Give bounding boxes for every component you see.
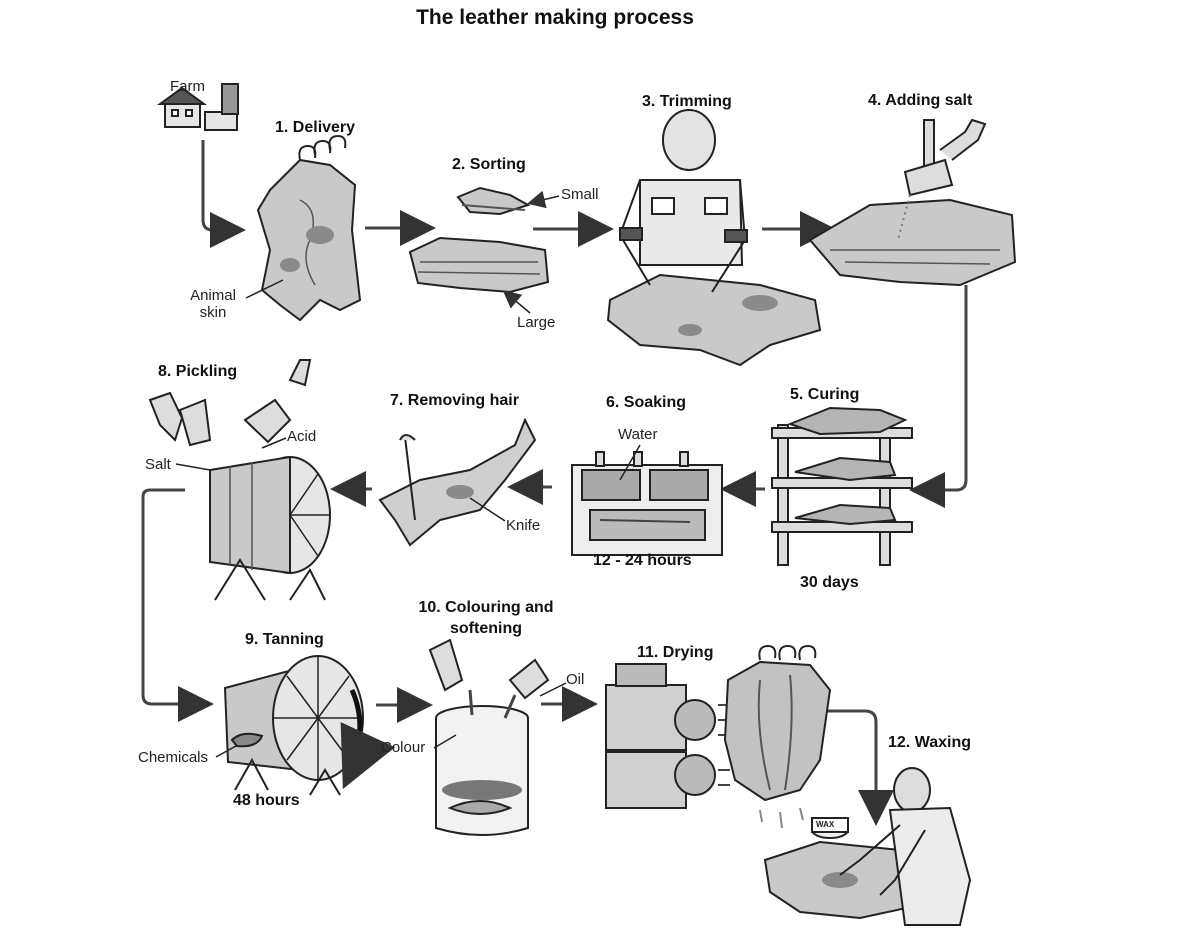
tanning-duration: 48 hours (233, 792, 300, 809)
small-pointer (527, 190, 560, 209)
oil-pointer (539, 682, 567, 697)
chemicals-label: Chemicals (138, 749, 209, 766)
animal-skin-line2: skin (199, 304, 227, 321)
colour-label: Colour (381, 739, 426, 756)
wax-can-label: WAX (816, 820, 835, 829)
farm-label: Farm (170, 78, 205, 95)
soaking-duration: 12 - 24 hours (593, 552, 692, 569)
removing-hair-illustration (378, 417, 537, 547)
step-1-label: 1. Delivery (275, 119, 356, 136)
curing-duration: 30 days (800, 574, 859, 591)
waxing-illustration (763, 767, 972, 926)
arrow-8-to-9 (141, 488, 214, 722)
colour-pointer (433, 734, 457, 749)
animal-skin-pointer (245, 279, 284, 299)
sorting-illustration (408, 186, 550, 294)
step-6-label: 6. Soaking (606, 394, 687, 411)
step-5-label: 5. Curing (790, 386, 860, 403)
salt-label: Salt (145, 456, 171, 473)
water-pointer (619, 444, 641, 481)
arrow-farm-to-delivery (201, 140, 246, 248)
animal-skin-line1: Animal (190, 287, 236, 304)
animal-skin-label: Animal skin (178, 287, 248, 321)
adding-salt-illustration (808, 118, 1017, 287)
tanning-illustration (223, 655, 396, 796)
step-3-label: 3. Trimming (642, 93, 732, 110)
drying-illustration (605, 644, 832, 829)
step-10-line2: softening (450, 620, 522, 637)
acid-pointer (261, 437, 287, 449)
step-12-label: 12. Waxing (888, 734, 971, 751)
farm-illustration (156, 83, 239, 131)
knife-label: Knife (506, 517, 541, 534)
water-label: Water (618, 426, 658, 443)
step-7-label: 7. Removing hair (390, 392, 519, 409)
arrow-4-to-5 (909, 285, 968, 508)
step-10-line1: 10. Colouring and (418, 599, 554, 616)
curing-illustration (771, 406, 913, 566)
large-label: Large (517, 314, 556, 331)
oil-label: Oil (566, 671, 585, 688)
soaking-illustration (571, 451, 723, 556)
pickling-illustration (148, 359, 331, 601)
step-10-label: 10. Colouring and softening (396, 597, 576, 639)
small-label: Small (561, 186, 599, 203)
step-4-label: 4. Adding salt (868, 92, 973, 109)
delivery-illustration (256, 134, 362, 322)
arrow-11-to-12 (825, 709, 894, 826)
diagram-title: The leather making process (416, 6, 694, 29)
acid-label: Acid (287, 428, 317, 445)
large-pointer (502, 290, 531, 314)
step-8-label: 8. Pickling (158, 363, 238, 380)
chemicals-pointer (215, 745, 237, 758)
flow-arrows (141, 140, 968, 826)
salt-pointer (175, 463, 211, 471)
colouring-illustration (428, 638, 550, 836)
knife-pointer (469, 497, 506, 522)
step-11-label: 11. Drying (637, 644, 714, 661)
trimming-illustration (606, 109, 822, 367)
step-2-label: 2. Sorting (452, 156, 526, 173)
step-9-label: 9. Tanning (245, 631, 324, 648)
